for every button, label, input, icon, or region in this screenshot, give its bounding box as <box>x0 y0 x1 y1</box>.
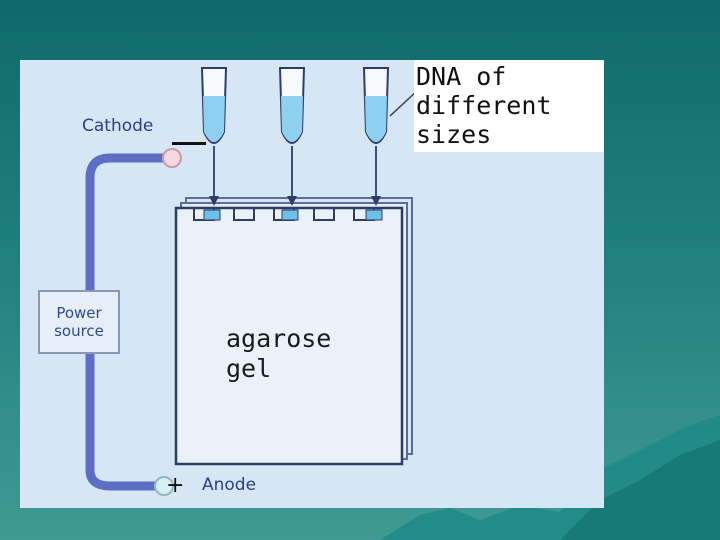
dna-label: DNA of different sizes <box>416 62 552 149</box>
anode-label: Anode <box>202 475 257 495</box>
apparatus-drawing <box>85 67 419 496</box>
sample-tube-1 <box>200 67 228 206</box>
agarose-gel-slab <box>174 206 404 466</box>
agarose-gel-label: agarose gel <box>226 324 332 383</box>
circuit-wire <box>85 153 173 491</box>
power-source-box: Power source <box>38 290 120 354</box>
dna-sample-well-3 <box>365 209 383 221</box>
negative-sign <box>172 142 206 145</box>
decorative-mountains-dark <box>560 440 720 540</box>
positive-sign: + <box>166 473 185 498</box>
gel-electrophoresis-figure: DNA of different sizes agarose gel Power… <box>20 60 604 508</box>
sample-tube-3 <box>362 67 390 206</box>
dna-sample-well-2 <box>281 209 299 221</box>
dna-sample-well-1 <box>203 209 221 221</box>
dna-label-box <box>414 60 604 152</box>
anode-terminal <box>154 476 174 496</box>
dna-label-leader <box>389 89 419 117</box>
cathode-terminal <box>162 148 182 168</box>
cathode-label: Cathode <box>82 116 154 136</box>
sample-tube-2 <box>278 67 306 206</box>
power-source-label: Power source <box>54 304 104 340</box>
